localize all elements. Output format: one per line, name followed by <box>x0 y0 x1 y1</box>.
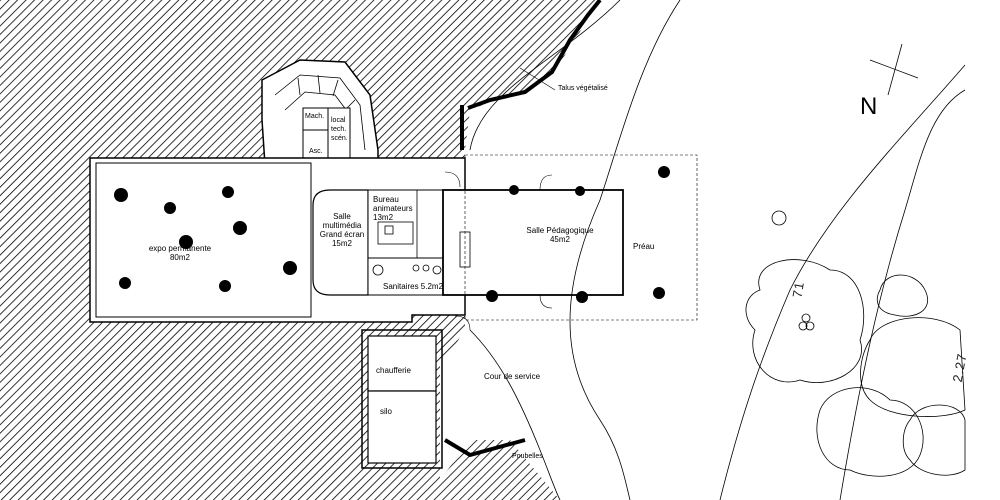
door-arc-4 <box>454 315 471 331</box>
multimedia-label: Salle multimédia Grand écran 15m2 <box>319 212 365 248</box>
north-arrow-line <box>887 43 903 96</box>
local-label: local tech. scén. <box>331 117 348 142</box>
column <box>653 287 665 299</box>
multimedia-room <box>312 189 369 296</box>
tree-trunk <box>805 321 815 331</box>
talus-label: Talus végétalisé <box>558 85 608 92</box>
silo-room <box>367 390 437 464</box>
columns <box>114 166 670 303</box>
door-arc-2 <box>539 174 553 191</box>
contour-line <box>839 89 966 500</box>
contour-line <box>469 329 561 500</box>
terrain-slope-line <box>469 0 621 151</box>
retaining-wall-bottom <box>443 438 526 458</box>
contour-line <box>569 0 681 500</box>
tree <box>771 210 787 226</box>
pedagogique-room <box>442 189 624 296</box>
trees <box>745 210 966 477</box>
expo-label: expo permanente 80m2 <box>148 244 212 262</box>
washbasin-2 <box>422 264 430 272</box>
contour-line <box>719 64 966 500</box>
column <box>509 185 519 195</box>
asc-label: Asc. <box>309 148 323 155</box>
pedagogique-label: Salle Pédagogique 45m2 <box>526 226 594 244</box>
column <box>576 291 588 303</box>
expo-room <box>95 162 312 318</box>
machine-label: Mach. <box>305 113 325 120</box>
column <box>119 277 131 289</box>
tree <box>816 387 924 477</box>
preau-outline <box>464 154 698 321</box>
bureau-chair <box>384 225 394 235</box>
tree <box>876 274 928 317</box>
column <box>575 186 585 196</box>
preau-label: Préau <box>633 242 655 251</box>
retaining-wall <box>467 0 602 110</box>
north-arrow-line <box>869 59 919 79</box>
sanitaires-label: Sanitaires 5.2m2 <box>383 282 444 291</box>
door-arc-1 <box>444 171 461 188</box>
north-label: N <box>860 93 878 120</box>
column <box>164 202 176 214</box>
tree-trunk <box>798 321 808 331</box>
silo-label: silo <box>380 407 393 416</box>
column <box>283 261 297 275</box>
bureau-label: Bureau animateurs 13m2 <box>373 195 413 222</box>
column <box>486 290 498 302</box>
chaufferie-room <box>367 335 437 392</box>
cour-label: Cour de service <box>484 372 541 381</box>
tree <box>860 317 966 417</box>
chaufferie-label: chaufferie <box>376 366 411 375</box>
tree <box>902 404 966 476</box>
poubelles-label: Poubelles <box>512 453 543 460</box>
tree <box>745 259 865 383</box>
column <box>658 166 670 178</box>
washbasin-1 <box>412 264 420 272</box>
tree-trunk <box>801 313 811 323</box>
column <box>114 188 128 202</box>
wc-fixture-2 <box>432 265 442 275</box>
bureau-desk <box>377 221 414 245</box>
column <box>233 221 247 235</box>
contour-label-71: 71 <box>789 280 808 299</box>
door-arc-3 <box>539 294 553 309</box>
terrain-slope-line-2 <box>519 67 556 91</box>
column <box>179 235 193 249</box>
wc-fixture-1 <box>372 264 384 276</box>
column <box>222 186 234 198</box>
service-building <box>361 329 443 469</box>
column <box>219 280 231 292</box>
stair-steps <box>274 74 366 151</box>
